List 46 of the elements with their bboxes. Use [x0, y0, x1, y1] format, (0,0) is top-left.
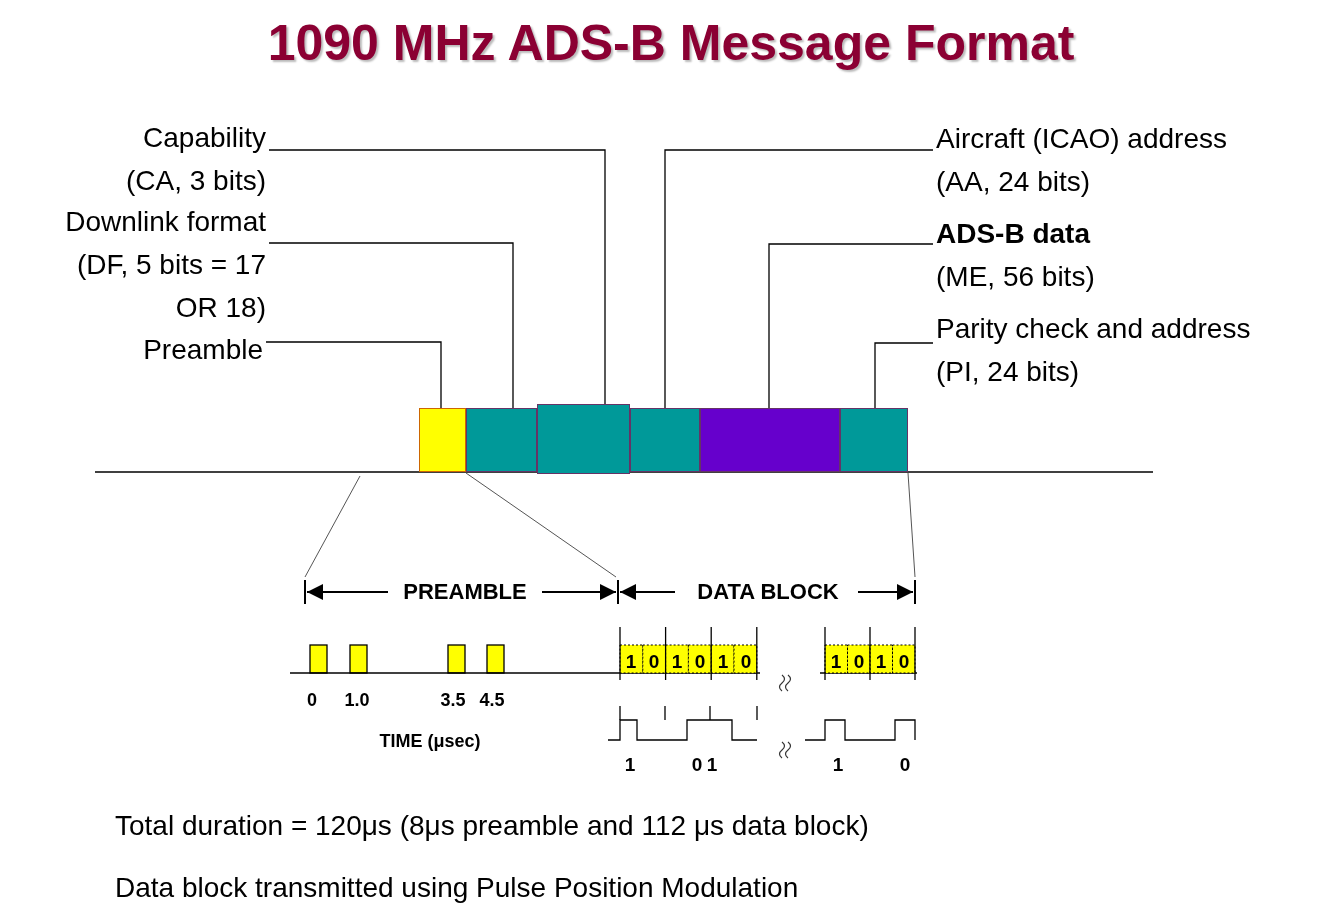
- bit-value: 1: [671, 651, 683, 671]
- leader-line: [265, 341, 442, 409]
- time-value: 3.5: [440, 691, 466, 709]
- field-name: Preamble: [143, 333, 263, 367]
- bit-value: 0: [899, 754, 911, 774]
- time-value: 0: [307, 691, 317, 709]
- field-box: [840, 408, 908, 472]
- axis-title: TIME (μsec): [379, 732, 481, 750]
- field-name: Aircraft (ICAO) address: [936, 122, 1227, 156]
- field-size: (DF, 5 bits = 17 OR 18): [75, 248, 266, 325]
- bit-value: 0: [853, 651, 865, 671]
- bit-value: 1: [832, 754, 844, 774]
- bit-value: 0: [740, 651, 752, 671]
- field-box: [419, 408, 466, 472]
- field-size: (AA, 24 bits): [936, 165, 1092, 199]
- field-box: [466, 408, 537, 472]
- leader-line: [664, 149, 934, 409]
- field-name: Downlink format: [64, 205, 266, 239]
- field-box: [700, 408, 840, 472]
- note-text: Total duration = 120μs (8μs preamble and 112 μs data block): [115, 812, 869, 840]
- bit-value: 1: [875, 651, 887, 671]
- bit-value: 0: [648, 651, 660, 671]
- bit-value: 0: [898, 651, 910, 671]
- time-value: 4.5: [479, 691, 505, 709]
- leader-line: [268, 242, 514, 409]
- field-size: (ME, 56 bits): [936, 260, 1095, 294]
- field-size: (CA, 3 bits): [125, 164, 266, 198]
- field-size: (PI, 24 bits): [936, 355, 1081, 389]
- bit-value: 1: [625, 651, 637, 671]
- bit-value: 1: [830, 651, 842, 671]
- bit-value: 0: [694, 651, 706, 671]
- bit-value: 1: [624, 754, 636, 774]
- note-text: Data block transmitted using Pulse Position Modulation: [115, 874, 799, 902]
- title: 1090 MHz ADS-B Message Format: [266, 18, 1076, 68]
- bit-value: 0: [691, 754, 703, 774]
- field-box: [537, 404, 630, 474]
- field-name: Capability: [142, 121, 266, 155]
- leader-line: [268, 149, 606, 405]
- time-value: 1.0: [344, 691, 370, 709]
- leader-line: [768, 243, 934, 409]
- field-box: [630, 408, 700, 472]
- field-name: ADS-B data: [936, 217, 1092, 251]
- field-name: Parity check and address: [936, 312, 1251, 346]
- leader-line: [874, 342, 934, 409]
- bit-value: 1: [717, 651, 729, 671]
- bit-value: 1: [706, 754, 718, 774]
